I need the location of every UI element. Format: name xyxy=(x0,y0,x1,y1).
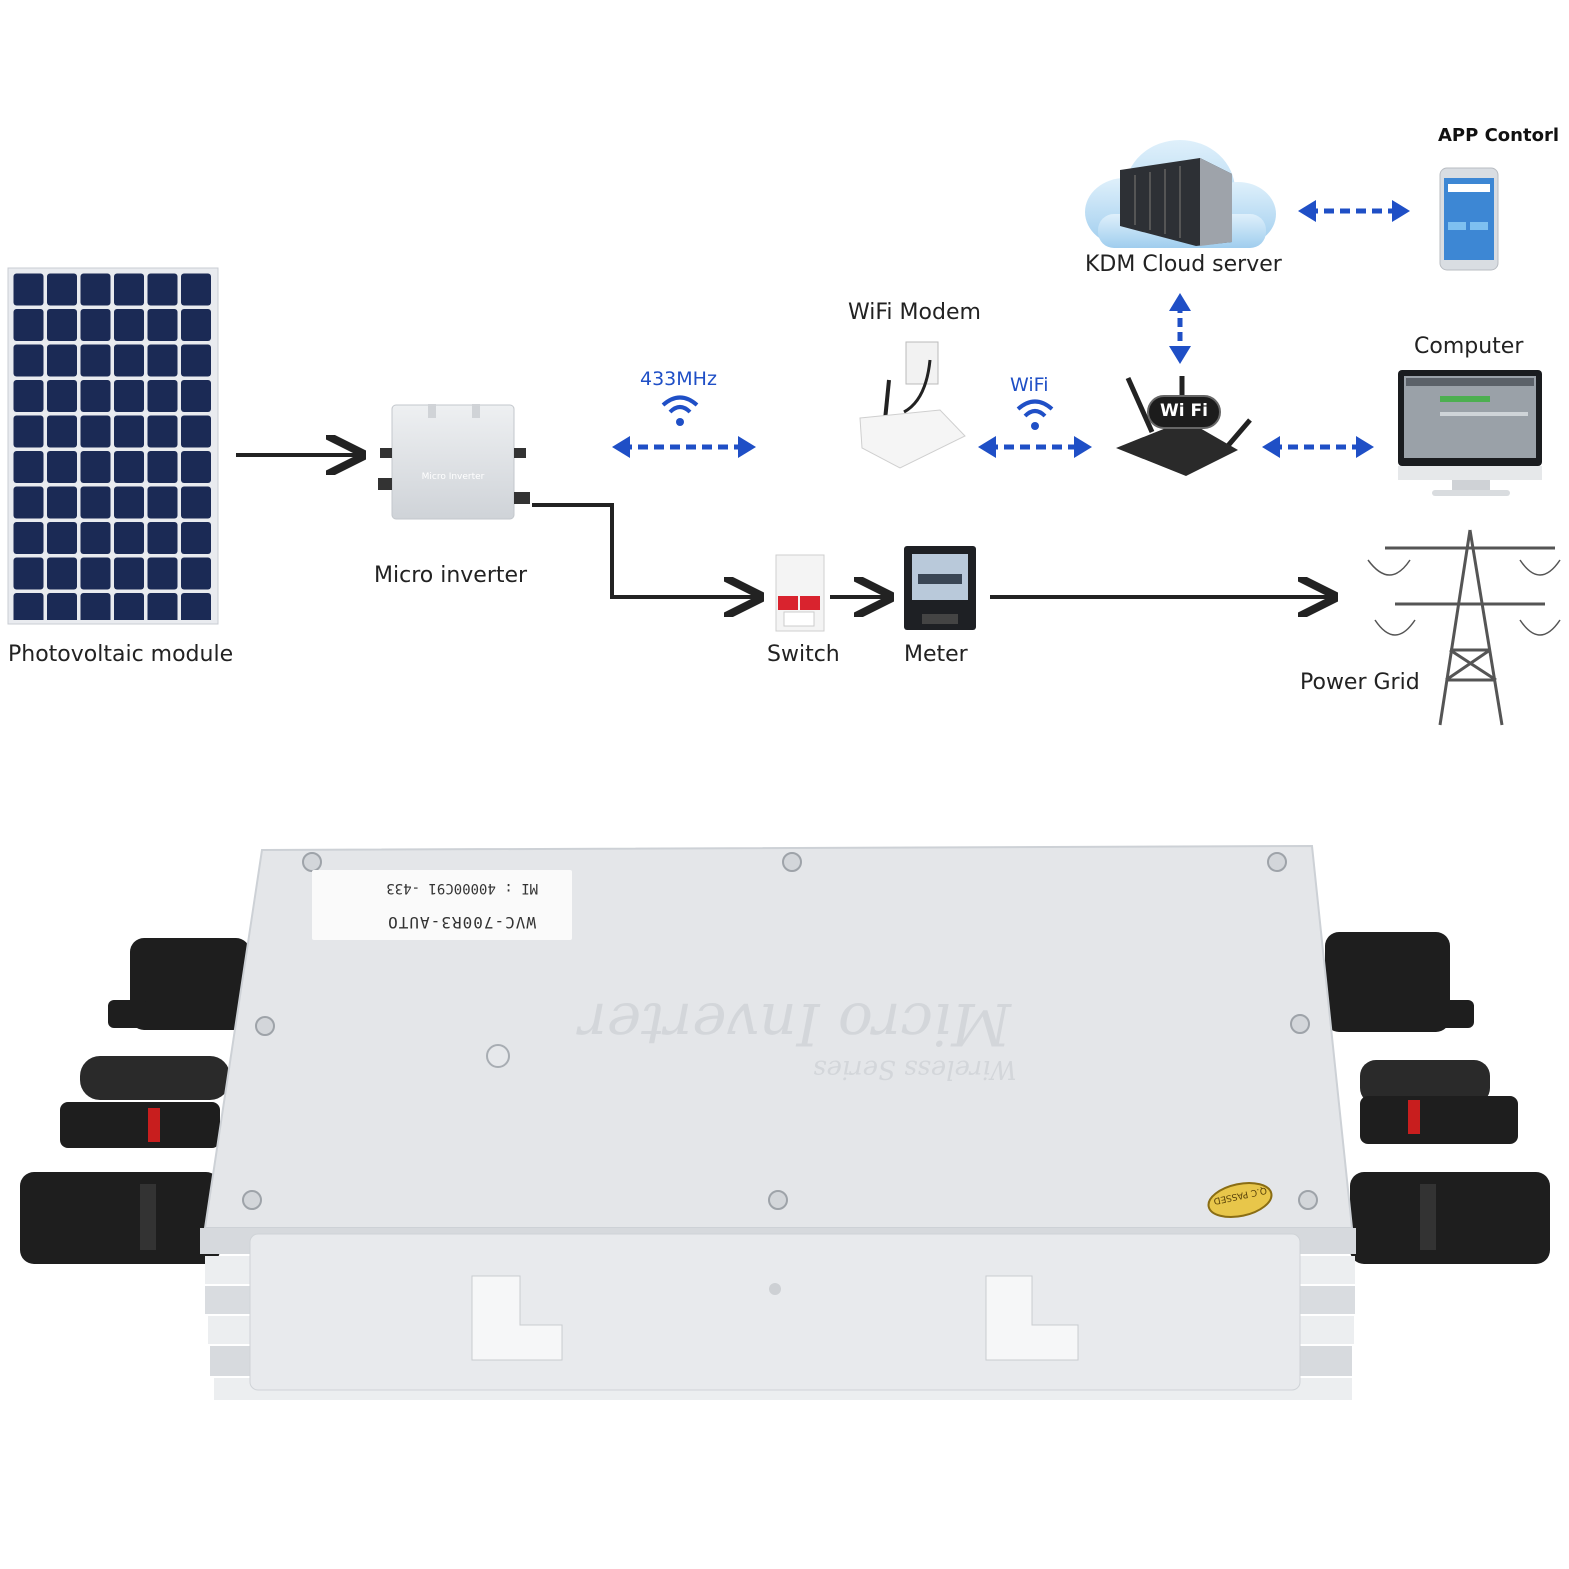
product-rating-label: WVC-700R3-AUTO MI : 40000C91 -433 xyxy=(312,870,572,940)
wifi-signal-icon xyxy=(1016,399,1054,430)
wireless-signal-icon xyxy=(661,395,699,426)
embossed-brand-subtitle: Wireless Series xyxy=(813,1054,1017,1084)
cloud-server-icon xyxy=(1085,140,1276,248)
cloud-app-arrow xyxy=(1298,200,1410,222)
inverter-product-photo xyxy=(20,844,1550,1400)
solar-panel-icon xyxy=(7,267,219,625)
micro-inverter-label: Micro inverter xyxy=(374,563,528,588)
router-computer-arrow xyxy=(1262,436,1374,458)
computer-monitor-icon xyxy=(1398,370,1542,496)
inverter-tag-text: Micro Inverter xyxy=(421,472,485,482)
cloud-server-label: KDM Cloud server xyxy=(1085,252,1282,277)
wifi-modem-icon xyxy=(859,341,966,469)
left-cable-connectors xyxy=(20,938,250,1264)
router-wifi-badge: Wi Fi xyxy=(1160,401,1208,421)
meter-label: Meter xyxy=(904,642,968,667)
breaker-switch-icon xyxy=(775,554,825,632)
right-cable-connectors xyxy=(1325,932,1550,1264)
arrow-inverter-to-switch xyxy=(532,503,760,597)
rf-link-arrow xyxy=(612,436,756,458)
micro-inverter-icon xyxy=(378,404,530,520)
wifi-link-label: WiFi xyxy=(1010,374,1049,396)
embossed-brand-title: Micro Inverter xyxy=(579,990,1011,1058)
wifi-link-arrow xyxy=(978,436,1092,458)
electric-meter-icon xyxy=(904,546,976,630)
computer-label: Computer xyxy=(1414,334,1524,359)
rf-frequency-label: 433MHz xyxy=(640,368,717,390)
power-grid-label: Power Grid xyxy=(1300,670,1420,695)
pv-module-label: Photovoltaic module xyxy=(8,642,234,667)
power-tower-icon xyxy=(1367,529,1561,726)
wifi-router-icon xyxy=(1116,376,1252,476)
switch-label: Switch xyxy=(767,642,840,667)
model-number-text: WVC-700R3-AUTO xyxy=(387,913,536,932)
app-control-label: APP Contorl xyxy=(1438,125,1559,146)
smartphone-icon xyxy=(1439,167,1499,271)
router-cloud-arrow xyxy=(1169,293,1191,364)
wifi-modem-label: WiFi Modem xyxy=(848,300,981,325)
serial-number-text: MI : 40000C91 -433 xyxy=(386,880,538,896)
